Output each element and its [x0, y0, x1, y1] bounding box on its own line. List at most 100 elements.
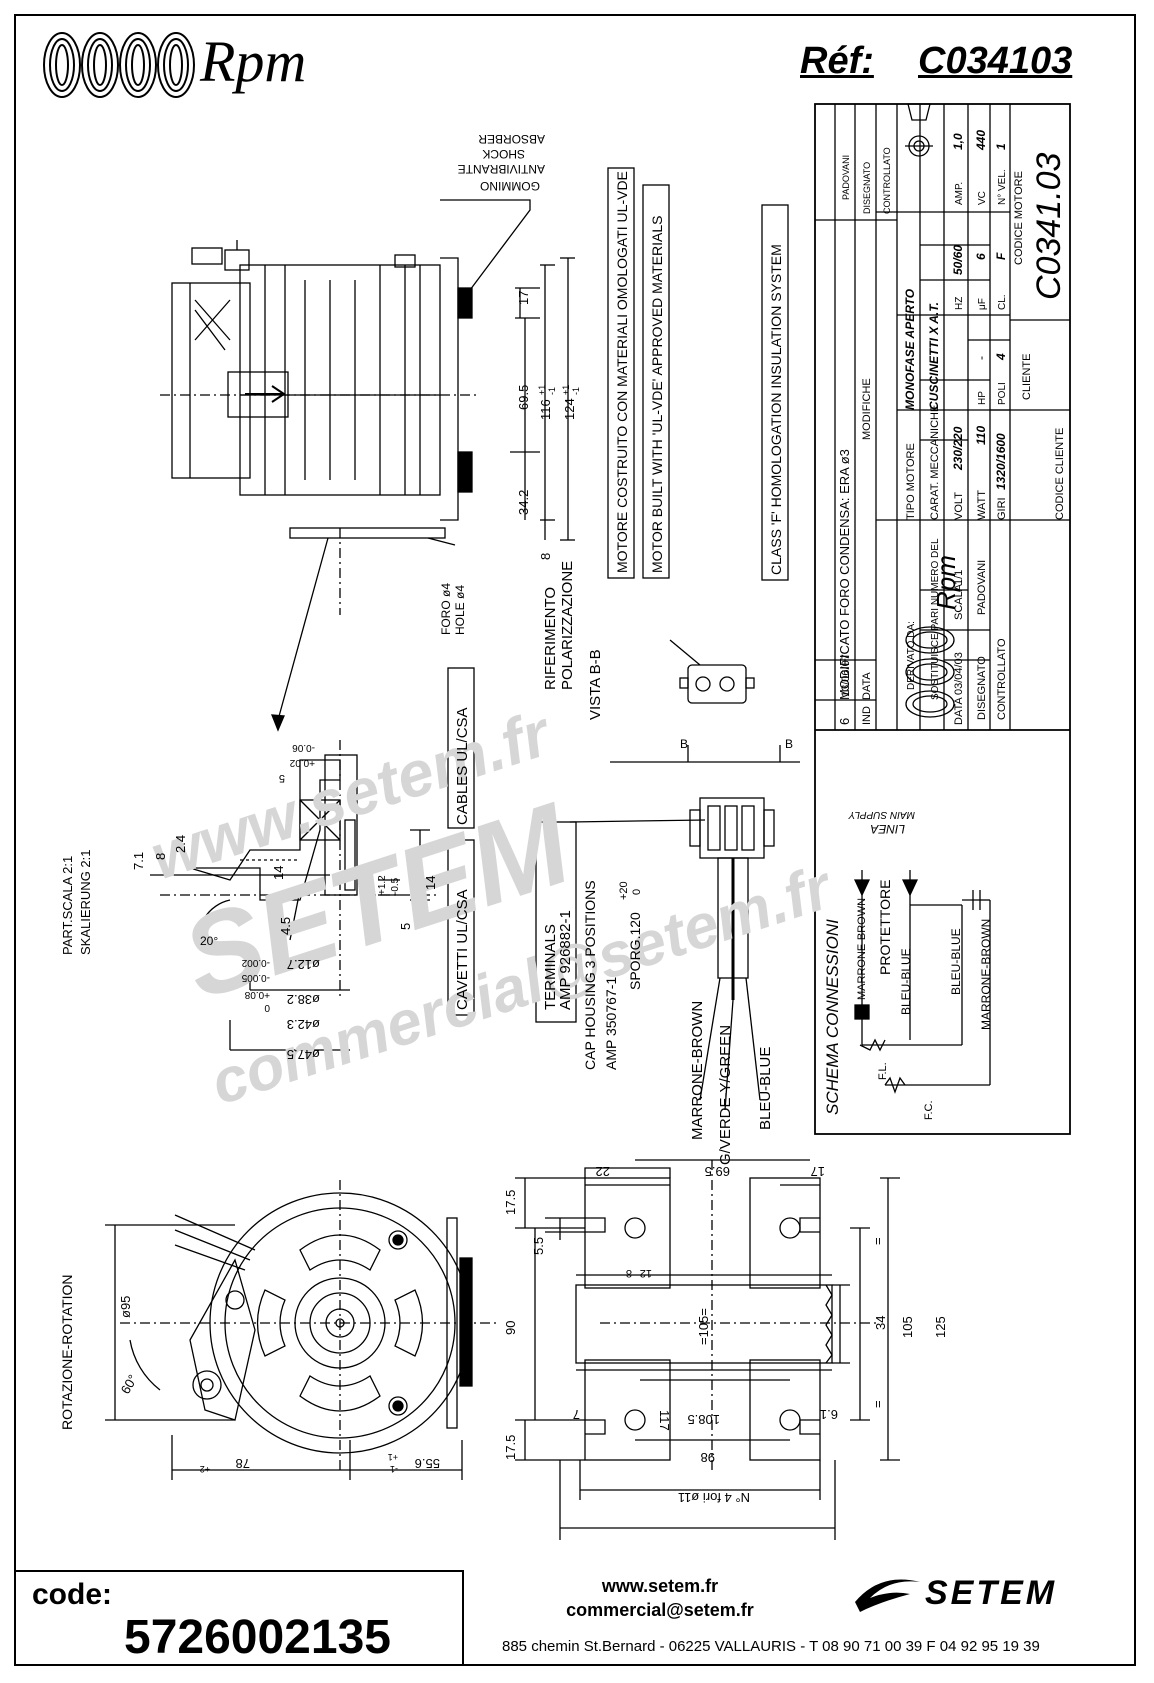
dim-117: 117 — [657, 1410, 672, 1431]
dim-90: 90 — [503, 1321, 518, 1335]
dim-34: 34 — [873, 1316, 888, 1330]
main-supply-label: MAIN SUPPLY — [847, 809, 915, 820]
dim-55-6-tol: -1 — [390, 1464, 398, 1474]
spor-tol-lo: 0 — [631, 889, 643, 895]
dim-22: 22 — [596, 1164, 610, 1179]
motor-front-view — [105, 1180, 500, 1480]
dim-5: 5 — [279, 772, 285, 784]
note-class: CLASS 'F' HOMOLOGATION INSULATION SYSTEM — [768, 244, 784, 575]
cap1-label: CAP HOUSING 3 POSITIONS — [582, 880, 598, 1070]
hz-value: 50/60 — [951, 245, 965, 275]
watt-label: WATT — [976, 490, 988, 520]
ref-code: C034103 — [918, 40, 1073, 82]
dim-38-2: ø38.2 — [287, 992, 320, 1007]
sign-name: PADOVANI — [841, 155, 851, 200]
brand-small: Rpm — [931, 555, 961, 610]
watt-value: 110 — [974, 426, 988, 445]
dim-5b-tol-lo: -0.5 — [390, 877, 401, 895]
schema-fc: F.C. — [923, 1100, 935, 1120]
wire-green: G/VERDE-Y/GREEN — [717, 1025, 734, 1165]
dim-17-5a: 17.5 — [503, 1190, 518, 1215]
dim-105: 105 — [900, 1316, 915, 1338]
dim-12: 12 — [640, 1267, 652, 1279]
dim-17b: 17 — [811, 1164, 825, 1179]
rif2-label: POLARIZZAZIONE — [559, 561, 576, 690]
carat-value: CUSCINETTI X A.T. — [927, 302, 941, 410]
spor-tol-hi: +20 — [618, 881, 630, 900]
dim-5-tol-hi: +0.02 — [289, 757, 315, 768]
cavetti-label: CAVETTI UL/CSA — [454, 889, 471, 1010]
code-box: code: 5726002135 — [14, 1570, 464, 1666]
hp-label: HP — [977, 391, 988, 405]
dim-14: 14 — [423, 876, 438, 890]
giri-value: 1320/1600 — [994, 433, 1008, 490]
brand-logo: Rpm — [200, 29, 307, 94]
dim-42-3: ø42.3 — [287, 1017, 320, 1032]
dim-12-7-tol-hi: -0.005 — [241, 972, 270, 983]
schema-fl: F.L. — [877, 1062, 889, 1080]
footer-web[interactable]: www.setem.fr — [601, 1576, 719, 1596]
schema-protettore: PROTETTORE — [877, 880, 893, 975]
volt-label: VOLT — [953, 492, 965, 520]
dim-12-7: ø12.7 — [287, 957, 320, 972]
dim-14b: 14 — [271, 866, 286, 880]
b-marker-right: B — [785, 737, 793, 751]
ref-label: Réf: — [800, 40, 874, 82]
scala-label: SCALA — [953, 583, 965, 620]
vc-label: VC — [977, 191, 988, 205]
tipo-value: MONOFASE APERTO — [903, 288, 917, 410]
uf-value: 6 — [974, 253, 988, 260]
dim-108-5: 108.5 — [687, 1412, 720, 1427]
rev-ind: IND — [861, 706, 873, 725]
rev-text: MODIFICATO FORO CONDENSA: ERA ø3 — [837, 449, 852, 700]
dim-8c: 8 — [626, 1267, 632, 1279]
modifiche-label: MODIFICHE — [861, 378, 873, 440]
dim-116-tol: +1 — [537, 385, 547, 395]
drawing-frame — [14, 14, 1136, 1666]
poli-label: POLI — [997, 382, 1008, 405]
sign-disegnato: DISEGNATO — [862, 162, 872, 214]
wire-brown: MARRONE-BROWN — [689, 1001, 706, 1140]
cliente-label: CLIENTE — [1021, 354, 1033, 400]
wiring-schema — [853, 870, 991, 1094]
part-scala-label: PART.SCALA 2:1 — [60, 856, 75, 955]
dim-125: 125 — [933, 1316, 948, 1338]
dim-12-7-tol-lo: -0.002 — [241, 957, 270, 968]
controllato-label: CONTROLLATO — [996, 638, 1008, 720]
footer-email[interactable]: commercial@setem.fr — [566, 1600, 754, 1620]
hz-label: HZ — [954, 297, 965, 310]
connector-detail — [569, 639, 800, 1111]
dim-5b-tol-hi: +1.2 — [377, 875, 388, 895]
dim-5b: 5 — [398, 923, 413, 930]
codice-motore-value: C0341.03 — [1030, 152, 1068, 300]
codice-motore-label: CODICE MOTORE — [1013, 171, 1025, 265]
dim-eq-bottom: = — [870, 1400, 885, 1408]
data-label: DATA — [953, 697, 965, 725]
rev-no: 6 — [837, 718, 852, 725]
dim-124: 124 — [562, 398, 577, 420]
cl-label: CL. — [997, 294, 1008, 310]
rotation-label: ROTAZIONE-ROTATION — [59, 1274, 75, 1430]
rev-date: 13/06/07 — [840, 654, 852, 697]
dim-60-angle: 60° — [118, 1372, 141, 1397]
cables-label: CABLES UL/CSA — [454, 707, 471, 825]
dim-5-tol-lo: -0.06 — [292, 742, 315, 753]
dim-124-tol: +1 — [561, 385, 571, 395]
dim-2-4: 2.4 — [173, 835, 188, 853]
schema-marrone: MARRONE-BROWN — [856, 898, 868, 1000]
code-value: 5726002135 — [124, 1611, 391, 1664]
rev-data-label: DATA — [861, 672, 873, 700]
dim-5-5: 5.5 — [531, 1237, 546, 1255]
wire-blue: BLEU-BLUE — [757, 1047, 774, 1130]
note-en: MOTOR BUILT WITH 'UL-VDE' APPROVED MATER… — [649, 216, 665, 573]
schema-bleu2: BLEU-BLUE — [949, 928, 963, 995]
dim-6-1: 6.1 — [820, 1407, 838, 1422]
dim-8: 8 — [538, 553, 553, 560]
b-marker-left: B — [680, 737, 688, 751]
title-block — [814, 103, 1071, 1135]
terminals1-label: TERMINALS — [542, 924, 559, 1010]
volt-value: 230/220 — [951, 426, 965, 471]
amp-label: AMP. — [954, 182, 965, 205]
gommino-label: GOMMINO — [480, 179, 540, 193]
